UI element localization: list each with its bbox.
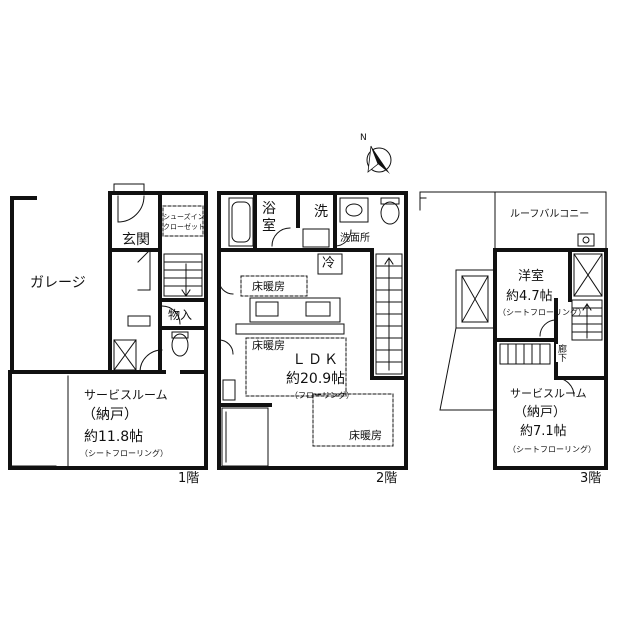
compass-north-label: N [360, 133, 367, 143]
f3-service-room-floor: （シートフローリング） [508, 445, 596, 454]
f3-service-room-sub: （納戸） [514, 405, 567, 420]
ldk-floor: （フローリング） [290, 391, 354, 400]
corridor-label: 廊下 [556, 344, 566, 362]
compass-icon [366, 145, 392, 174]
entrance-label: 玄関 [122, 232, 150, 248]
floor-heating-1-label: 床暖房 [252, 280, 285, 293]
western-room-size: 約4.7帖 [506, 289, 553, 304]
bath-label: 浴室 [262, 201, 276, 234]
floor-2-details [218, 197, 403, 467]
floor-3-details [419, 191, 607, 411]
floor-1-walls [8, 191, 208, 470]
wash-label: 洗 [314, 204, 328, 220]
storage-label: 物入 [168, 308, 193, 322]
floor-heating-3-label: 床暖房 [349, 429, 382, 442]
floor-2-walls [217, 191, 408, 470]
ldk-name: ＬＤＫ [292, 352, 340, 368]
f1-service-room-sub: （納戸） [82, 407, 138, 423]
floor-3-walls [493, 248, 608, 470]
floor-1-details [11, 183, 204, 467]
garage-label: ガレージ [30, 275, 86, 291]
ldk-size: 約20.9帖 [286, 371, 346, 387]
floor-1-label: 1階 [178, 471, 200, 486]
fridge-label: 冷 [322, 256, 336, 271]
floor-heating-2-label: 床暖房 [252, 339, 285, 352]
f1-service-room-floor: （シートフローリング） [80, 449, 168, 458]
shoe-closet-label: シューズインクローゼット [163, 213, 205, 231]
f1-service-room-size: 約11.8帖 [84, 429, 144, 445]
f1-service-room-name: サービスルーム [84, 388, 168, 402]
f3-service-room-size: 約7.1帖 [520, 424, 567, 439]
f3-service-room-name: サービスルーム [510, 387, 587, 400]
washroom-label: 洗面所 [340, 233, 370, 244]
western-room-floor: （シートフローリング） [498, 308, 586, 317]
floor-3-label: 3階 [580, 471, 602, 486]
roof-balcony-label: ルーフバルコニー [510, 209, 590, 220]
western-room-name: 洋室 [518, 269, 545, 284]
floor-2-label: 2階 [376, 471, 398, 486]
